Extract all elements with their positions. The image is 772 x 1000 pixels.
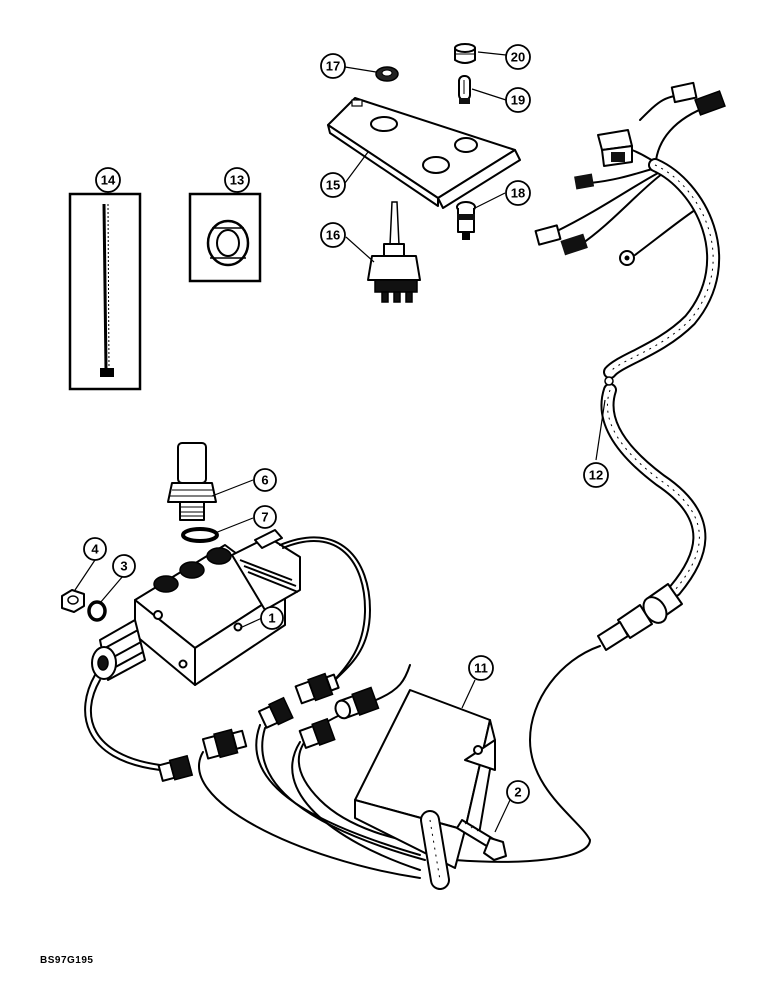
toggle-switch-part [367, 201, 421, 303]
svg-text:15: 15 [326, 178, 340, 193]
callout-16: 16 [320, 222, 346, 248]
svg-text:6: 6 [261, 473, 268, 488]
svg-text:18: 18 [511, 186, 525, 201]
svg-text:13: 13 [230, 173, 244, 188]
callout-6: 6 [253, 468, 277, 492]
svg-text:17: 17 [326, 59, 340, 74]
drawing-code-label: BS97G195 [40, 955, 94, 966]
callout-13: 13 [224, 167, 250, 193]
callout-4: 4 [83, 537, 107, 561]
lamp-bulb-part [458, 75, 471, 104]
round-connector-pair [454, 583, 683, 863]
grommet-part [375, 66, 399, 82]
svg-text:7: 7 [261, 510, 268, 525]
svg-text:2: 2 [514, 785, 521, 800]
callout-20: 20 [505, 44, 531, 70]
callout-7: 7 [253, 505, 277, 529]
svg-text:20: 20 [511, 50, 525, 65]
hex-nut-part [61, 589, 85, 613]
callout-17: 17 [320, 53, 346, 79]
leader-lines [74, 51, 606, 833]
mounting-bracket-part [327, 97, 521, 209]
indicator-socket-part [456, 201, 476, 240]
callout-19: 19 [505, 87, 531, 113]
svg-text:16: 16 [326, 228, 340, 243]
svg-text:11: 11 [474, 661, 488, 676]
callout-1: 1 [260, 606, 284, 630]
callout-15: 15 [320, 172, 346, 198]
svg-text:3: 3 [120, 559, 127, 574]
svg-text:19: 19 [511, 93, 525, 108]
callout-14: 14 [95, 167, 121, 193]
pressure-switch-part [167, 381, 428, 681]
svg-text:12: 12 [589, 468, 603, 483]
lock-washer-part [87, 600, 107, 622]
harness-connectors [534, 81, 726, 266]
svg-text:14: 14 [101, 173, 116, 188]
bolt-part [456, 819, 507, 861]
svg-text:4: 4 [91, 542, 99, 557]
svg-text:1: 1 [268, 611, 275, 626]
valve-wiring [84, 536, 426, 879]
callout-3: 3 [112, 554, 136, 578]
lamp-cap-part [454, 43, 476, 64]
nut-part [188, 189, 262, 283]
main-harness-hose [600, 158, 721, 597]
control-module-part [354, 689, 496, 890]
cable-tie-part [68, 189, 142, 391]
callout-11: 11 [468, 655, 494, 681]
callout-2: 2 [506, 780, 530, 804]
callout-18: 18 [505, 180, 531, 206]
o-ring-part [181, 527, 219, 543]
callout-12: 12 [583, 462, 609, 488]
